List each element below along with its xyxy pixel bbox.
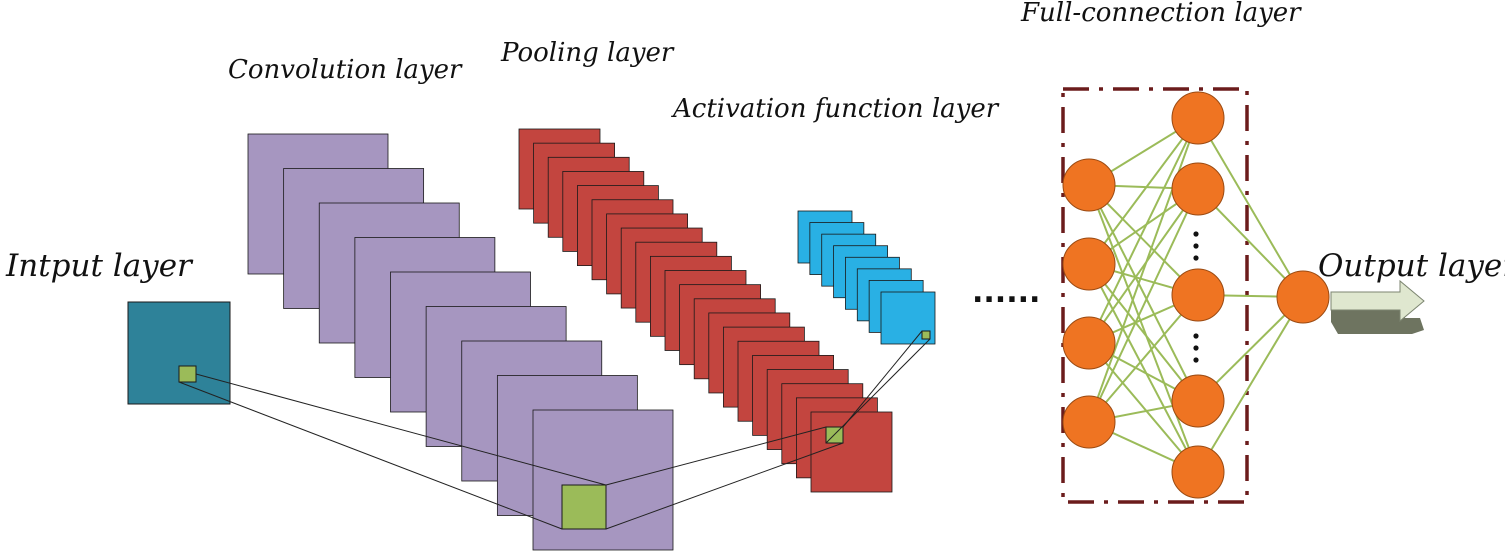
convolution-layer-group	[247, 133, 674, 551]
input-feature-map	[127, 301, 231, 405]
fc-connection	[1088, 263, 1199, 402]
projection-line	[178, 381, 563, 530]
projection-lines-group	[178, 330, 931, 530]
activation-layer-group	[797, 210, 936, 345]
pooling-layer-label: Pooling layer	[500, 38, 675, 68]
fc-connection	[1088, 188, 1199, 423]
input-layer-group	[127, 301, 231, 405]
projection-line	[605, 442, 844, 530]
projection-line	[605, 426, 827, 486]
output-neuron	[1276, 270, 1330, 324]
convolution-receptive-field	[561, 484, 607, 530]
fc-ellipsis-dot	[1193, 231, 1199, 237]
ellipsis-between-layers: ......	[972, 275, 1040, 310]
fc-connection	[1088, 117, 1199, 423]
fc-second-neuron	[1171, 91, 1225, 145]
fc-ellipsis-dot	[1193, 333, 1199, 339]
fc-ellipsis-dot	[1193, 357, 1199, 363]
output-arrow	[1330, 279, 1425, 323]
fc-second-neuron	[1171, 445, 1225, 499]
input-layer-label: Intput layer	[5, 248, 194, 284]
fc-hidden-neuron	[1062, 237, 1116, 291]
full-connection-layer-group	[1061, 87, 1304, 504]
fc-ellipsis-dot	[1193, 345, 1199, 351]
projection-line	[842, 330, 923, 428]
fc-connection	[1088, 294, 1199, 423]
activation-layer-label: Activation function layer	[671, 94, 1000, 124]
fc-connection	[1088, 184, 1199, 473]
output-layer-group	[1276, 270, 1425, 334]
fc-hidden-neuron	[1062, 316, 1116, 370]
pooling-feature-map	[810, 411, 893, 493]
fc-hidden-neuron	[1062, 395, 1116, 449]
fc-connection	[1088, 188, 1199, 344]
fc-second-neuron	[1171, 162, 1225, 216]
fc-connection	[1088, 263, 1199, 473]
fc-connection	[1088, 342, 1199, 473]
fc-connection	[1088, 184, 1199, 402]
projection-line	[195, 373, 607, 486]
fc-hidden-neuron	[1062, 158, 1116, 212]
fc-second-neuron	[1171, 268, 1225, 322]
fc-connection	[1088, 117, 1199, 344]
fc-ellipsis-dot	[1193, 255, 1199, 261]
output-connection	[1197, 296, 1304, 473]
projection-line	[825, 338, 931, 444]
input-receptive-field	[178, 365, 197, 383]
activation-receptive-field	[921, 330, 931, 340]
full-connection-layer-label: Full-connection layer	[1020, 0, 1302, 28]
fc-connection	[1088, 117, 1199, 265]
output-layer-label: Output layer	[1318, 248, 1505, 284]
fc-second-neuron	[1171, 374, 1225, 428]
output-connection	[1197, 117, 1304, 298]
full-connection-dashed-box	[1061, 87, 1249, 504]
convolution-layer-label: Convolution layer	[228, 55, 463, 85]
fc-ellipsis-dot	[1193, 243, 1199, 249]
